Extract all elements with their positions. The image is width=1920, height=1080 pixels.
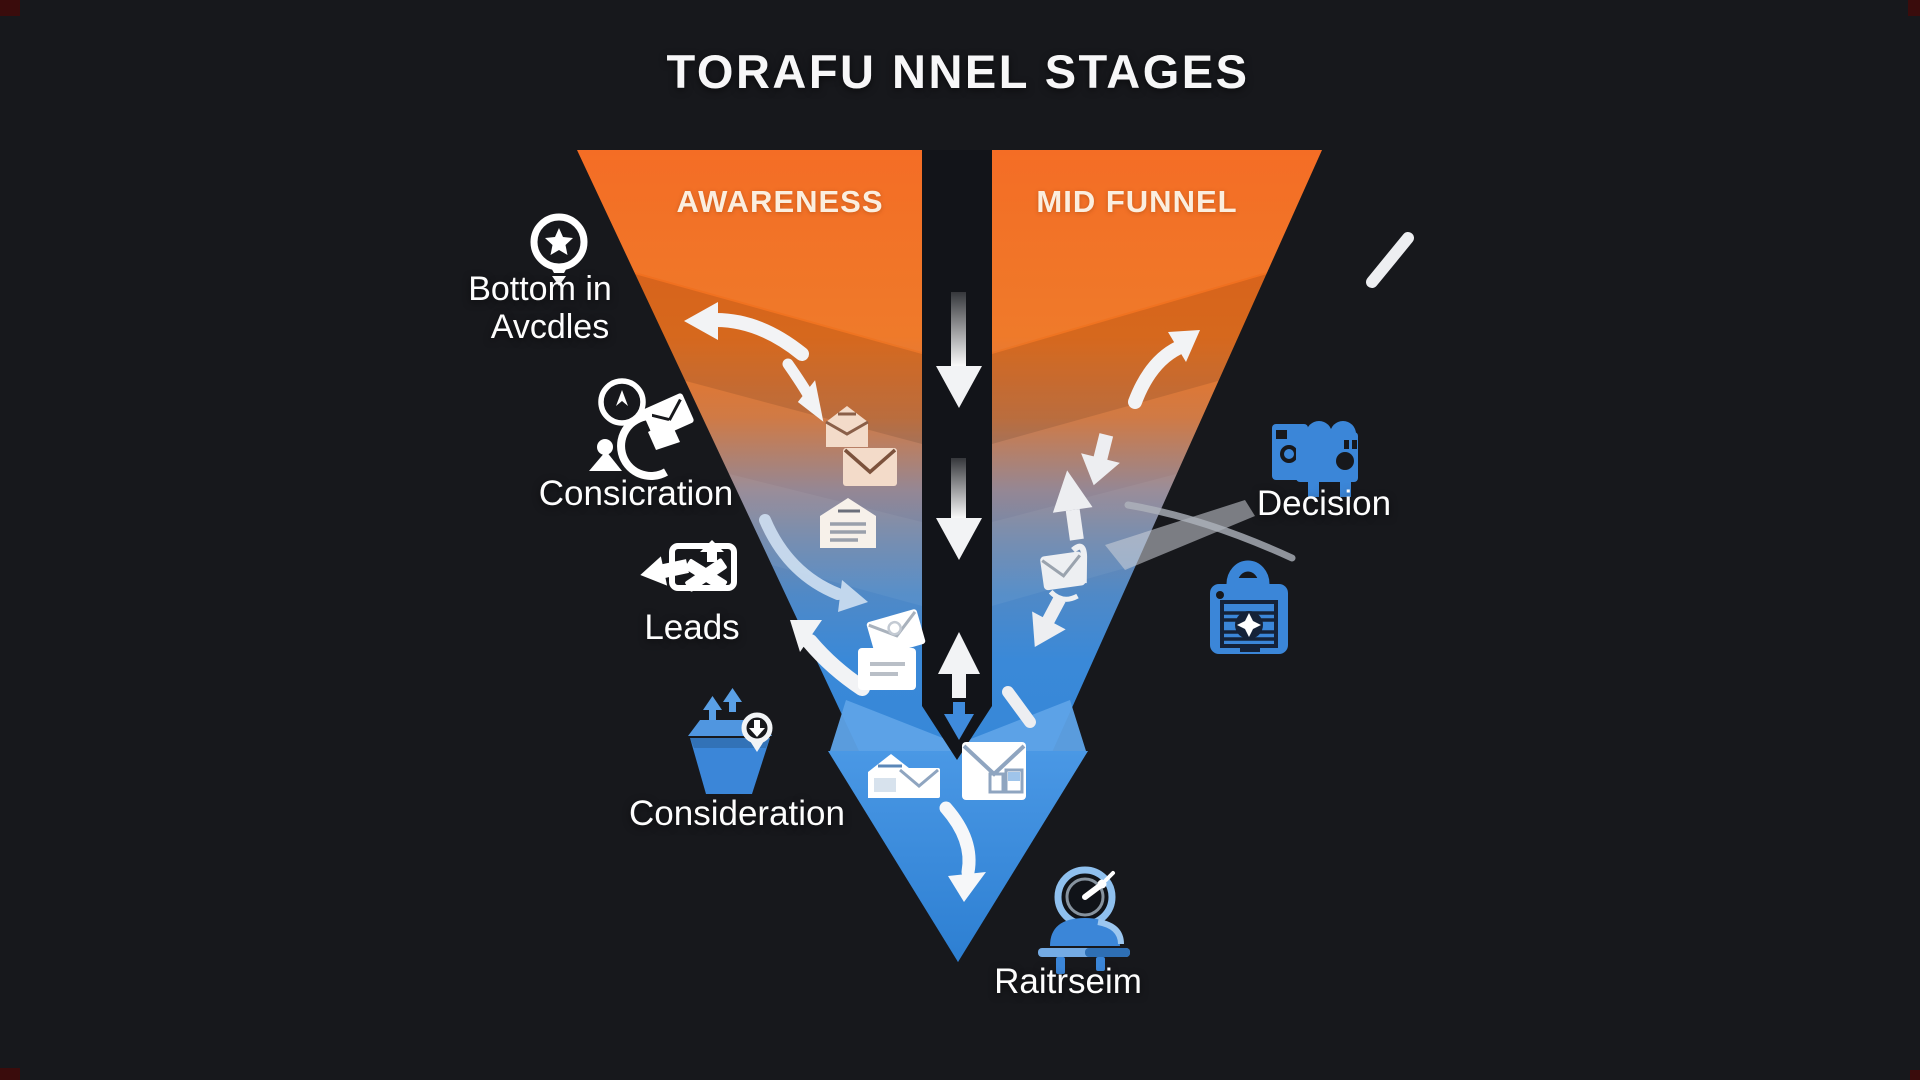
big-arrow-up-left [790, 620, 870, 696]
consideration-basket-icon [688, 688, 773, 794]
right-curved-up-arrow [1128, 330, 1200, 409]
envelope-solid-icon [843, 448, 897, 486]
crumpled-mail-icon [1040, 543, 1088, 602]
right-down-left-arrow [1032, 595, 1066, 647]
mail-document-icon [820, 498, 876, 548]
label-leads: Leads [644, 608, 740, 647]
corner-artifact-top-left [0, 0, 20, 16]
envelope-card-pair-icon [858, 609, 926, 690]
curved-arrow-up-left [684, 302, 809, 361]
gray-beam [1105, 500, 1296, 570]
corner-artifact-top-right [1908, 0, 1920, 16]
parcel-envelope-icon [962, 742, 1026, 800]
lightbulb-star-icon [530, 213, 588, 286]
engagement-composite-icon [589, 378, 694, 480]
swoosh-arrow-left [759, 514, 868, 612]
clipboard-plus-icon [1210, 560, 1288, 654]
right-up-arrow [1052, 470, 1093, 541]
label-bottom-in-avcdles: Bottom in Avcdles [468, 270, 612, 346]
label-decision: Decision [1256, 484, 1392, 523]
right-dash-top [1366, 232, 1414, 288]
funnel-bottom-triangle [828, 751, 1088, 962]
page-title: TORAFU NNEL STAGES [666, 45, 1250, 98]
corner-artifact-bottom-left [0, 1068, 20, 1080]
awareness-stage-label: AWARENESS [676, 184, 884, 219]
label-consideration: Consideration [629, 794, 845, 833]
center-strip [922, 150, 992, 760]
strip-down-arrow-2 [936, 458, 982, 560]
decision-truck-icon [1272, 421, 1358, 497]
strip-blue-down-arrow [944, 702, 974, 740]
corner-artifact-bottom-right [1910, 1070, 1920, 1080]
leads-board-icon [640, 540, 737, 592]
retention-person-icon [1038, 866, 1130, 974]
funnel-light-band [830, 700, 1086, 751]
label-raitrseim: Raitrseim [994, 962, 1142, 1001]
mid-funnel-stage-label: MID FUNNEL [1036, 184, 1238, 219]
strip-up-arrow [938, 632, 980, 698]
small-envelope-icon [898, 768, 940, 798]
small-arrow-down-right [782, 358, 824, 422]
strip-down-arrow-1 [936, 292, 982, 408]
label-bottom-in-line2: Avcdles [490, 308, 610, 347]
label-bottom-in-line1: Bottom in [468, 270, 612, 308]
envelope-open-icon [825, 406, 869, 447]
label-consicration: Consicration [538, 474, 734, 513]
white-dash-mid [1002, 686, 1036, 728]
triangle-curved-down-arrow [939, 801, 986, 902]
right-small-down-arrow [1081, 433, 1120, 486]
